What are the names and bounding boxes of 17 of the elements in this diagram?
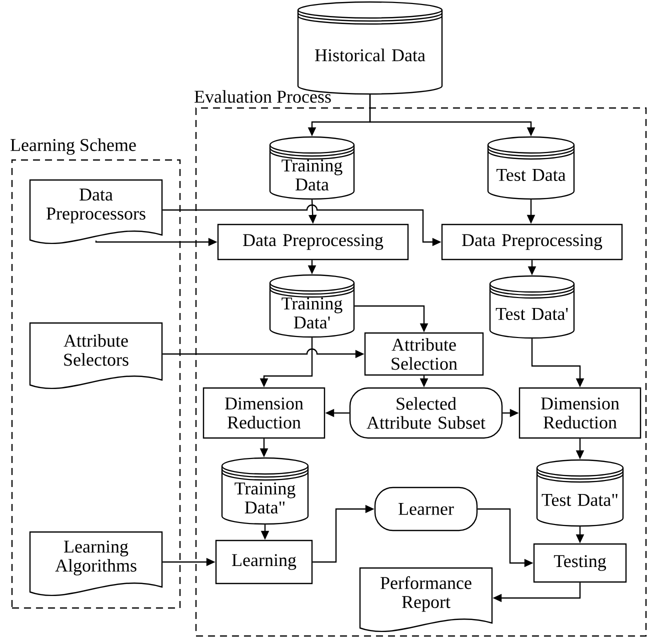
node-label: Learning Scheme bbox=[10, 138, 136, 155]
process-box: Learning bbox=[215, 540, 313, 584]
database-cylinder: Training Data bbox=[269, 136, 355, 200]
database-cylinder: Test Data' bbox=[489, 275, 575, 339]
process-box: Data Preprocessing bbox=[217, 224, 409, 260]
rounded-box: Selected Attribute Subset bbox=[349, 387, 503, 439]
database-cylinder: Test Data" bbox=[536, 459, 624, 527]
process-box: Data Preprocessing bbox=[441, 224, 623, 260]
rounded-box: Learner bbox=[374, 486, 478, 532]
database-cylinder: Training Data" bbox=[221, 457, 309, 525]
process-box: Dimension Reduction bbox=[518, 387, 642, 439]
process-box: Testing bbox=[533, 543, 627, 583]
database-cylinder: Test Data bbox=[487, 136, 575, 200]
process-box: Attribute Selection bbox=[364, 332, 484, 376]
database-cylinder: Training Data' bbox=[269, 274, 355, 338]
process-box: Dimension Reduction bbox=[202, 387, 326, 439]
database-cylinder: Historical Data bbox=[297, 1, 443, 95]
